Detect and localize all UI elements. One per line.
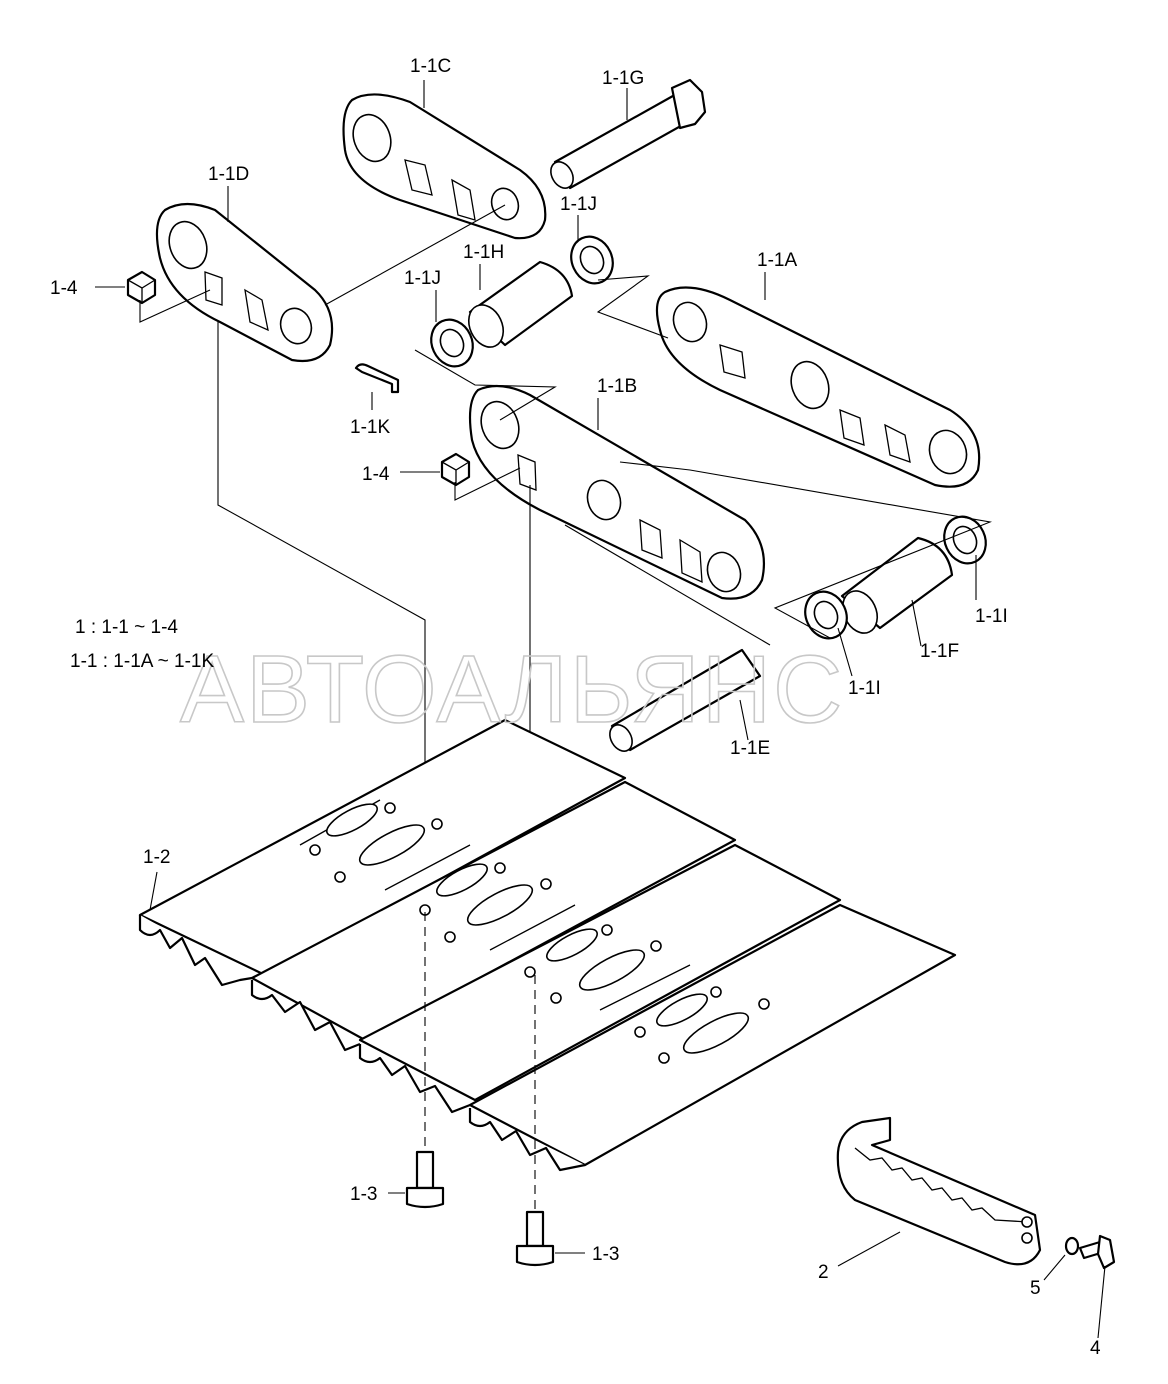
- pin-1-1g: [550, 78, 707, 190]
- label-1-1i-right: 1-1I: [975, 606, 1008, 627]
- step-2: [836, 1116, 1042, 1266]
- nut-1-4-mid: [440, 452, 471, 487]
- label-1-4-top: 1-4: [50, 278, 78, 299]
- label-1-1g: 1-1G: [602, 68, 644, 89]
- label-1-1h: 1-1H: [463, 242, 504, 263]
- label-4: 4: [1090, 1338, 1101, 1359]
- label-2: 2: [818, 1262, 829, 1283]
- label-1-4-mid: 1-4: [362, 464, 390, 485]
- pin-1-1e: [609, 648, 762, 752]
- label-1-1i-mid: 1-1I: [848, 678, 881, 699]
- leader-lines: [95, 80, 1106, 1339]
- nut-1-4-top: [126, 270, 157, 305]
- note-line-1: 1 : 1-1 ~ 1-4: [75, 617, 178, 638]
- label-1-1c: 1-1C: [410, 56, 451, 77]
- bolt-1-3-left: [405, 1150, 445, 1209]
- label-1-1k: 1-1K: [350, 417, 390, 438]
- link-1-1a: [655, 286, 981, 488]
- bushing-1-1h: [467, 260, 574, 348]
- clip-1-1k: [354, 363, 400, 394]
- label-1-3-left: 1-3: [350, 1184, 377, 1205]
- link-1-1c: [342, 93, 547, 240]
- link-1-1d: [155, 202, 334, 363]
- seal-1-1i-mid: [804, 590, 848, 640]
- watermark: АВТОАЛЬЯНС: [180, 636, 844, 743]
- label-1-1j-left: 1-1J: [404, 268, 441, 289]
- seal-1-1j-left: [430, 318, 474, 368]
- label-1-1b: 1-1B: [597, 376, 637, 397]
- note-line-2: 1-1 : 1-1A ~ 1-1K: [70, 651, 214, 672]
- label-1-1a: 1-1A: [757, 250, 797, 271]
- seal-1-1j-top: [570, 235, 614, 285]
- label-5: 5: [1030, 1278, 1041, 1299]
- bolt-4: [1078, 1234, 1116, 1270]
- bolt-1-3-right: [515, 1210, 555, 1267]
- label-1-1j-top: 1-1J: [560, 194, 597, 215]
- label-1-1f: 1-1F: [920, 641, 959, 662]
- bushing-1-1f: [840, 536, 954, 634]
- link-1-1b: [468, 384, 766, 600]
- label-1-2: 1-2: [143, 847, 170, 868]
- label-1-1d: 1-1D: [208, 164, 249, 185]
- label-1-1e: 1-1E: [730, 738, 770, 759]
- washer-5: [1064, 1236, 1080, 1256]
- track-shoes-1-2: [138, 718, 957, 1172]
- label-1-3-right: 1-3: [592, 1244, 619, 1265]
